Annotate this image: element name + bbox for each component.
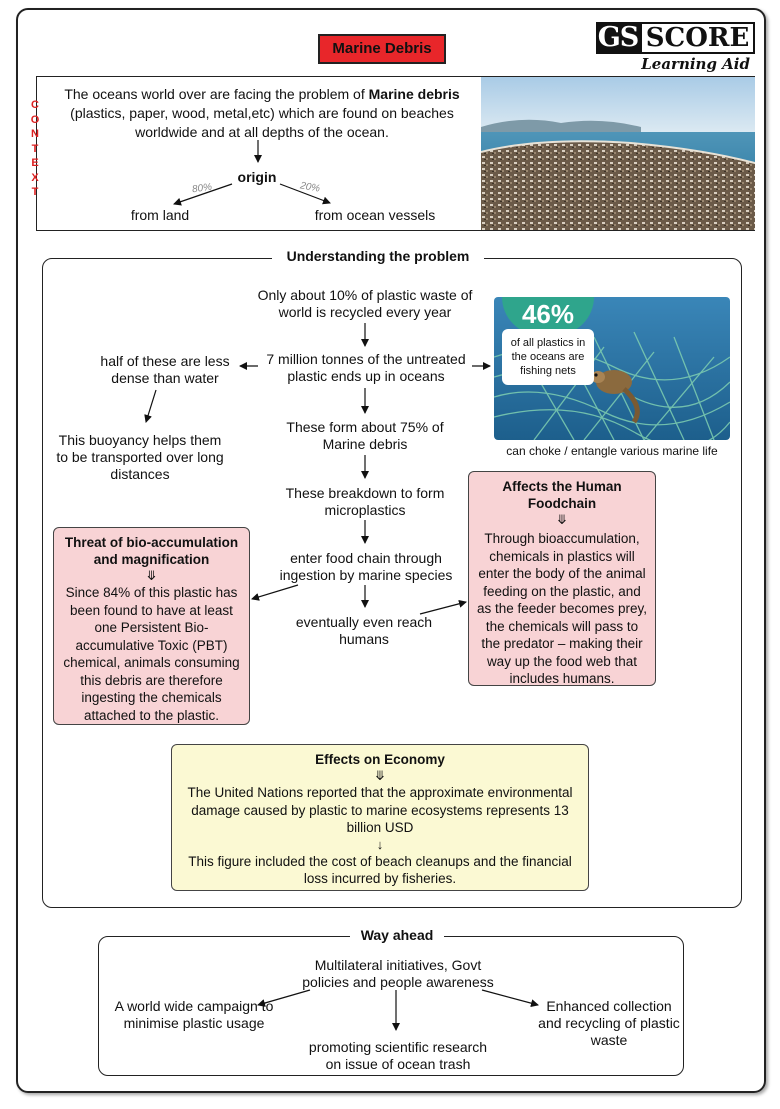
fishing-nets-text: of all plastics in the oceans are fishin… [502,329,594,385]
human-foodchain-title: Affects the Human Foodchain [502,479,622,511]
humans-text: eventually even reach humans [295,614,433,647]
percent-debris-text: These form about 75% of Marine debris [286,419,444,452]
context-side-letter: C [31,99,39,111]
economy-symbol: ⤋ [374,768,386,783]
context-side-letter: T [31,142,39,155]
economy-title: Effects on Economy [315,752,445,767]
fishing-nets-photo: 46% of all plastics in the oceans are fi… [494,297,730,440]
way-ahead-research: promoting scientific research on issue o… [308,1039,488,1072]
arrow-dense-buoyancy [144,389,157,423]
context-intro-start: The oceans world over are facing the pro… [64,86,369,102]
economy-body-2: This figure included the cost of beach c… [188,853,572,887]
context-side-letter: E [31,157,39,169]
context-intro-bold: Marine debris [368,86,460,102]
arrow-origin-land [173,183,233,206]
origin-land: from land [130,207,190,223]
problem-heading: Understanding the problem [272,248,484,264]
economy-symbol-2: ↓ [376,836,384,852]
logo-score: SCORE [640,22,755,54]
bioaccumulation-title: Threat of bio-accumulation and magnifica… [64,535,239,567]
arrow-humans-foodchainbox [419,599,467,615]
arrow-origin-vessels [279,183,331,205]
context-intro: The oceans world over are facing the pro… [52,85,472,142]
way-ahead-root: Multilateral initiatives, Govt policies … [302,957,494,990]
way-ahead-campaign: A world wide campaign to minimise plasti… [114,998,274,1031]
ocean-debris-photo [481,77,755,230]
context-side-letter: T [31,186,39,198]
human-foodchain-symbol: ⤋ [556,512,568,527]
untreated-text: 7 million tonnes of the untreated plasti… [266,351,466,384]
way-ahead-recycling: Enhanced collection and recycling of pla… [538,998,680,1048]
page-title: Marine Debris [318,34,446,64]
human-foodchain-box: Affects the Human Foodchain ⤋ Through bi… [468,471,656,686]
buoyancy-text: This buoyancy helps them to be transport… [56,432,224,482]
context-side-letter: X [31,171,39,184]
way-ahead-heading: Way ahead [350,927,444,943]
bioaccumulation-box: Threat of bio-accumulation and magnifica… [53,527,250,725]
context-side-letter: N [31,128,39,140]
economy-box: Effects on Economy ⤋ The United Nations … [171,744,589,891]
context-side-letter: O [30,113,40,126]
context-intro-end: (plastics, paper, wood, metal,etc) which… [70,105,454,140]
origin-vessels: from ocean vessels [314,207,436,223]
arrow-root-campaign [257,989,311,1007]
less-dense-text: half of these are less dense than water [100,353,230,386]
bioaccumulation-symbol: ⤋ [146,568,157,583]
logo-gs: GS [596,22,640,54]
fishing-nets-badge: 46% of all plastics in the oceans are fi… [502,297,594,389]
microplastics-text: These breakdown to form microplastics [285,485,445,518]
human-foodchain-body: Through bioaccumulation, chemicals in pl… [476,531,648,686]
logo-tagline: Learning Aid [641,55,750,73]
page-frame [16,8,766,1093]
recycled-text: Only about 10% of plastic waste of world… [257,287,473,320]
food-chain-text: enter food chain through ingestion by ma… [279,550,453,583]
economy-body-1: The United Nations reported that the app… [187,785,573,835]
arrow-foodchain-bio [251,584,299,601]
origin-label: origin [237,169,277,185]
arrow-root-recycling [481,989,539,1008]
bioaccumulation-body: Since 84% of this plastic has been found… [63,585,240,723]
nets-caption: can choke / entangle various marine life [506,444,718,458]
